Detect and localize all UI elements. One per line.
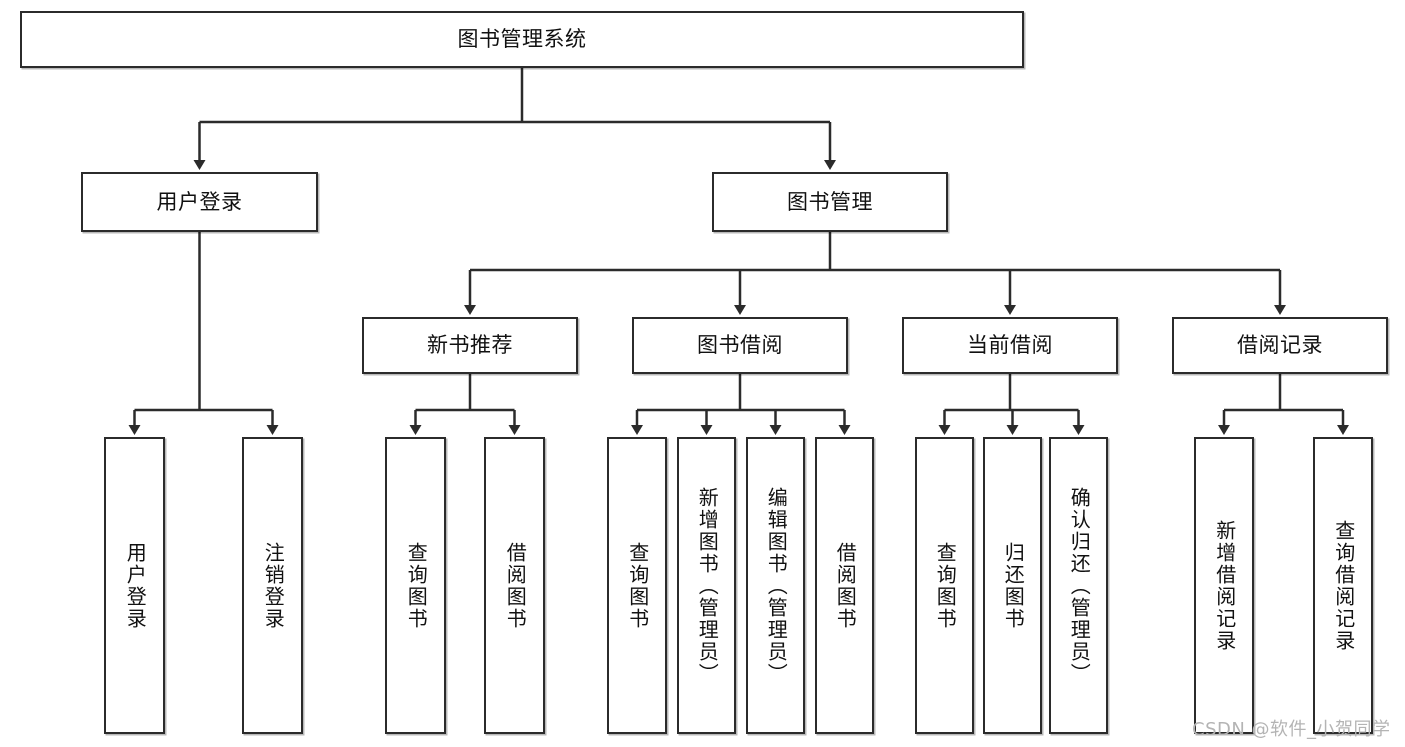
node-label: 编辑图书（管理员）: [764, 486, 789, 685]
leaf-node-leaf-query-book-1[interactable]: 查询图书: [385, 437, 446, 734]
node-label: 新增借阅记录: [1212, 519, 1237, 652]
node-label: 借阅记录: [1237, 333, 1323, 358]
leaf-node-leaf-confirm-return[interactable]: 确认归还（管理员）: [1049, 437, 1108, 734]
leaf-node-leaf-query-book-3[interactable]: 查询图书: [915, 437, 974, 734]
leaf-node-leaf-borrow-book-1[interactable]: 借阅图书: [484, 437, 545, 734]
leaf-node-leaf-user-login[interactable]: 用户登录: [104, 437, 165, 734]
node-label: 查询图书: [404, 541, 429, 630]
leaf-node-leaf-borrow-book-2[interactable]: 借阅图书: [815, 437, 874, 734]
node-label: 确认归还（管理员）: [1067, 486, 1092, 685]
node-label: 当前借阅: [967, 333, 1053, 358]
node-label: 图书管理系统: [457, 27, 587, 52]
leaf-node-leaf-add-book[interactable]: 新增图书（管理员）: [677, 437, 736, 734]
node-label: 归还图书: [1001, 541, 1026, 630]
root-node-root[interactable]: 图书管理系统: [20, 11, 1024, 68]
level3-node-current-borrow[interactable]: 当前借阅: [902, 317, 1118, 374]
level2-node-user-login[interactable]: 用户登录: [81, 172, 318, 232]
node-label: 用户登录: [123, 541, 148, 630]
level3-node-new-book-rec[interactable]: 新书推荐: [362, 317, 578, 374]
node-label: 查询图书: [933, 541, 958, 630]
node-label: 图书借阅: [697, 333, 783, 358]
node-label: 新增图书（管理员）: [695, 486, 720, 685]
node-label: 查询图书: [625, 541, 650, 630]
leaf-node-leaf-logout[interactable]: 注销登录: [242, 437, 303, 734]
node-label: 新书推荐: [427, 333, 513, 358]
level3-node-borrow-record[interactable]: 借阅记录: [1172, 317, 1388, 374]
node-label: 图书管理: [787, 189, 873, 214]
node-label: 查询借阅记录: [1331, 519, 1356, 652]
node-label: 借阅图书: [833, 541, 858, 630]
level3-node-book-borrow[interactable]: 图书借阅: [632, 317, 848, 374]
leaf-node-leaf-return-book[interactable]: 归还图书: [983, 437, 1042, 734]
node-label: 借阅图书: [503, 541, 528, 630]
csdn-watermark: CSDN @软件_小贺同学: [1192, 719, 1391, 740]
leaf-node-leaf-query-book-2[interactable]: 查询图书: [607, 437, 667, 734]
node-label: 用户登录: [156, 189, 243, 214]
node-label: 注销登录: [261, 541, 286, 630]
leaf-node-leaf-add-record[interactable]: 新增借阅记录: [1194, 437, 1254, 734]
leaf-node-leaf-query-record[interactable]: 查询借阅记录: [1313, 437, 1373, 734]
leaf-node-leaf-edit-book[interactable]: 编辑图书（管理员）: [746, 437, 805, 734]
level2-node-book-manage[interactable]: 图书管理: [712, 172, 948, 232]
